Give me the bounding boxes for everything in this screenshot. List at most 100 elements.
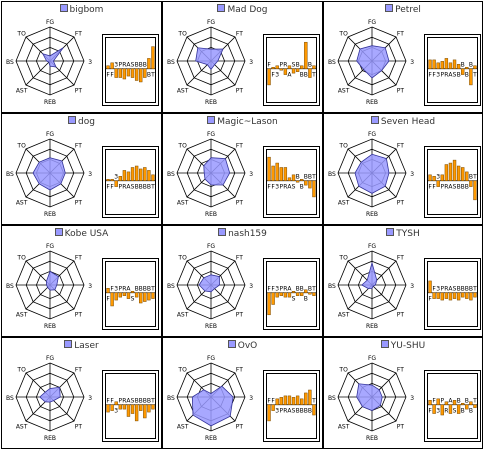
bar-label: R — [444, 286, 448, 293]
bar-label: 3 — [275, 184, 279, 191]
radar-axis-label: FG — [368, 243, 376, 250]
bar-label: B — [143, 286, 147, 293]
bar — [436, 180, 440, 187]
bar-label: R — [122, 62, 126, 69]
bar-label: B — [308, 286, 312, 293]
bar-label: T — [472, 398, 477, 405]
radar-spoke — [25, 60, 51, 86]
bar — [287, 65, 292, 69]
bar — [114, 292, 118, 301]
radar-axis-label: PT — [75, 423, 83, 430]
panel-title-text: Seven Head — [380, 117, 436, 127]
bar — [275, 292, 279, 298]
bar — [295, 180, 300, 183]
bar-label: F — [271, 184, 275, 191]
bar-chart-inner-frame — [427, 37, 478, 103]
radar-axis-label: 3 — [249, 283, 253, 290]
panel-title-text: bigbom — [69, 5, 104, 15]
legend-swatch-icon — [386, 228, 395, 236]
bar-label: T — [311, 398, 316, 405]
bar — [143, 167, 147, 181]
bar — [267, 68, 271, 86]
bar-label: P — [440, 398, 444, 405]
radar-axis-label: FG — [207, 131, 215, 138]
bar — [114, 401, 118, 405]
bar — [118, 292, 122, 298]
bar-label: B — [469, 174, 473, 181]
bar-label: A — [126, 286, 131, 293]
bar — [110, 292, 114, 307]
bar-label: B — [461, 408, 465, 415]
bar-label: S — [131, 296, 135, 303]
bar — [469, 180, 473, 187]
bar — [469, 68, 473, 86]
bar-label: B — [139, 184, 143, 191]
bar — [267, 292, 271, 316]
bar — [436, 292, 440, 299]
radar-axis-label: PT — [75, 87, 83, 94]
radar-axis-label: AST — [16, 423, 28, 430]
radar-series — [39, 386, 61, 403]
radar-series — [361, 261, 378, 290]
bar-label: B — [296, 286, 300, 293]
panel-title: Seven Head — [324, 116, 482, 127]
bar-label: B — [308, 408, 312, 415]
panel-title-text: Laser — [74, 341, 99, 351]
legend-swatch-icon — [218, 228, 227, 236]
bar-label: P — [440, 184, 444, 191]
bar — [291, 397, 296, 405]
bar-label: A — [448, 398, 453, 405]
radar-axis-label: REB — [366, 211, 378, 218]
radar-series — [195, 47, 224, 71]
radar-axis-label: FT — [75, 31, 82, 38]
bar — [291, 174, 296, 181]
bar — [469, 292, 473, 301]
panel-title-text: Petrel — [395, 5, 421, 15]
radar-axis-label: FG — [207, 355, 215, 362]
bar — [428, 174, 432, 181]
radar-axis-label: FT — [236, 143, 243, 150]
panel-title: Magic~Lason — [163, 116, 322, 127]
bar — [461, 167, 465, 181]
bar-label: B — [139, 398, 143, 405]
bar-label: 3 — [275, 72, 279, 79]
bar — [114, 68, 118, 78]
bar — [432, 59, 436, 69]
bar — [283, 68, 288, 75]
bar-label: A — [287, 72, 292, 79]
bar-label: 3 — [275, 408, 279, 415]
bar — [271, 165, 275, 181]
bar — [440, 174, 444, 181]
radar-axis-label: AST — [177, 423, 189, 430]
bar — [312, 404, 316, 416]
radar-axis-label: FG — [368, 355, 376, 362]
bar-label: S — [453, 72, 457, 79]
bar — [106, 178, 110, 181]
bar — [432, 292, 436, 299]
radar-axis-label: FT — [397, 255, 404, 262]
bar-label: B — [296, 174, 300, 181]
radar-axis-label: AST — [16, 87, 28, 94]
bar — [118, 404, 122, 410]
bar-label: R — [122, 286, 126, 293]
bar — [267, 156, 271, 181]
bar-label: F — [432, 184, 436, 191]
radar-series — [191, 385, 234, 427]
bar-label: B — [465, 398, 469, 405]
bar-label: A — [287, 286, 292, 293]
bar — [271, 292, 275, 305]
bar-label: S — [453, 184, 457, 191]
bar-label: T — [150, 72, 155, 79]
bar — [110, 404, 114, 411]
bar-label: 3 — [114, 408, 118, 415]
bar — [469, 401, 473, 405]
bar-label: A — [287, 408, 292, 415]
radar-axis-label: REB — [366, 435, 378, 442]
